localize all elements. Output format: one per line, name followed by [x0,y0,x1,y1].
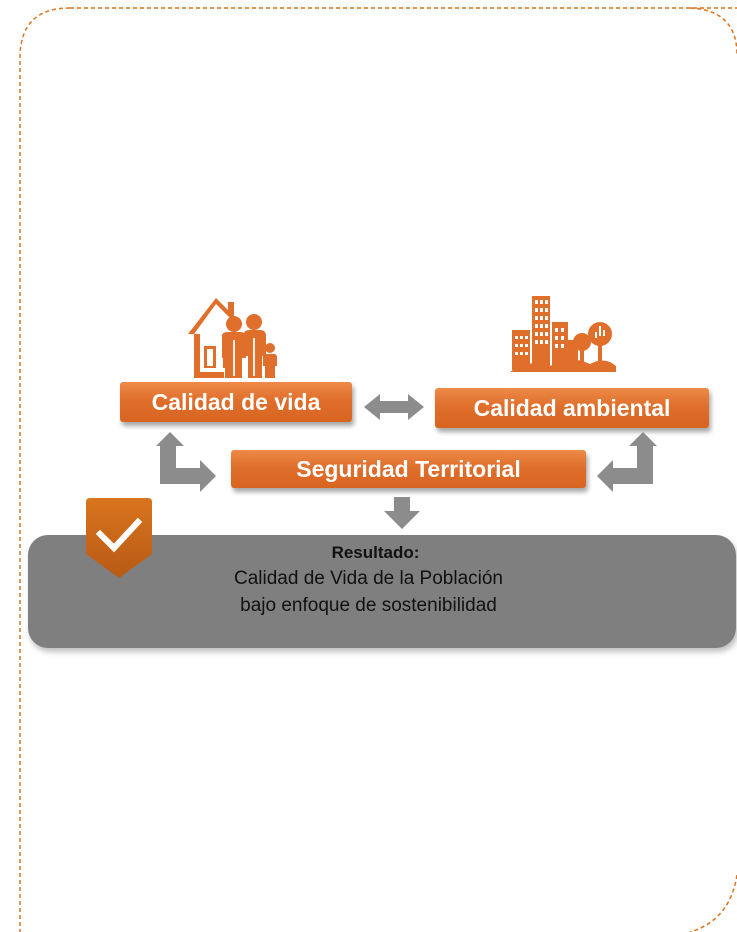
result-title: Resultado: [331,543,420,562]
calidad-ambiental-label: Calidad ambiental [473,394,671,421]
seguridad-territorial-box: Seguridad Territorial [231,450,586,488]
double-arrow-icon [364,394,424,420]
checkmark-badge-icon [86,498,152,578]
seguridad-territorial-label: Seguridad Territorial [296,455,521,482]
city-trees-icon [510,296,616,372]
calidad-vida-box: Calidad de vida [120,382,352,422]
calidad-ambiental-box: Calidad ambiental [435,388,709,428]
family-house-icon [188,298,277,378]
left-elbow-arrow-icon [156,432,216,492]
down-arrow-icon [384,497,420,529]
result-line-2: bajo enfoque de sostenibilidad [240,595,497,616]
result-text-block: Resultado: Calidad de Vida de la Poblaci… [0,541,737,619]
right-elbow-arrow-icon [597,432,657,492]
result-line-1: Calidad de Vida de la Población [233,568,503,589]
calidad-vida-label: Calidad de vida [151,388,321,415]
